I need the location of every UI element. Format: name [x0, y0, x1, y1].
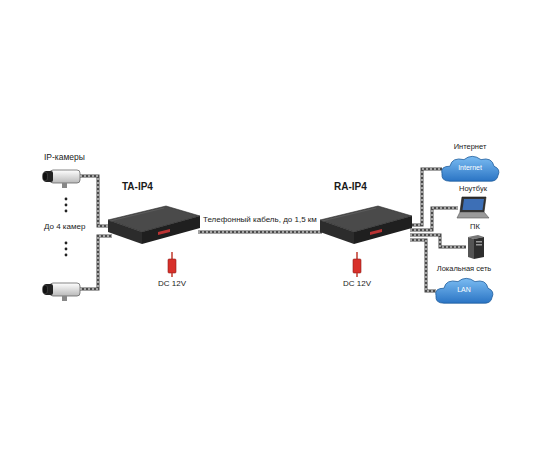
cable-twist	[410, 240, 436, 291]
device-body	[320, 204, 412, 248]
node-heading: ПК	[464, 222, 486, 231]
equipment-node: ПК	[464, 222, 486, 260]
equipment-node: Ноутбук	[456, 184, 490, 220]
node-heading: TA-IP4	[108, 181, 200, 192]
camera-icon	[43, 283, 81, 301]
cloud-text: Internet	[440, 164, 500, 171]
cable-line	[410, 240, 436, 291]
cable-line	[410, 169, 442, 225]
cloud-shape: LAN	[434, 276, 494, 306]
cable-line	[198, 231, 322, 234]
device-shape	[320, 204, 412, 248]
cable-twist	[410, 208, 458, 230]
cable-line	[410, 208, 458, 230]
device-node: RA-IP4	[320, 181, 412, 248]
cable-label: Телефонный кабель, до 1,5 км	[202, 215, 318, 224]
node-heading: RA-IP4	[320, 181, 412, 192]
cable-connector	[198, 232, 322, 233]
cloud-node: ИнтернетInternet	[440, 142, 500, 184]
device-node: TA-IP4	[108, 181, 200, 248]
cable-connector	[410, 208, 458, 230]
node-heading: Ноутбук	[456, 184, 490, 193]
cable-twist	[410, 169, 442, 225]
power-label: DC 12V	[158, 279, 186, 288]
cable-twist	[198, 232, 322, 233]
device-shape	[108, 204, 200, 248]
pc-shape	[464, 234, 486, 260]
node-heading: Локальная сеть	[434, 264, 494, 273]
cloud-shape: Internet	[440, 154, 500, 184]
cable-connector	[410, 169, 442, 225]
laptop-icon	[456, 196, 490, 220]
laptop-shape	[456, 196, 490, 220]
count-note: До 4 камер	[44, 222, 85, 231]
camera-cable	[80, 176, 112, 289]
cable-connector	[410, 240, 436, 291]
power-plug	[353, 252, 361, 277]
pc-tower-icon	[464, 234, 486, 260]
cloud-text: LAN	[434, 286, 494, 293]
cloud-node: Локальная сетьLAN	[434, 264, 494, 306]
group-label: IP-камеры	[44, 152, 85, 162]
power-plug	[168, 252, 176, 277]
device-body	[108, 204, 200, 248]
node-heading: Интернет	[440, 142, 500, 151]
power-label: DC 12V	[343, 279, 371, 288]
camera-icon	[43, 170, 81, 188]
